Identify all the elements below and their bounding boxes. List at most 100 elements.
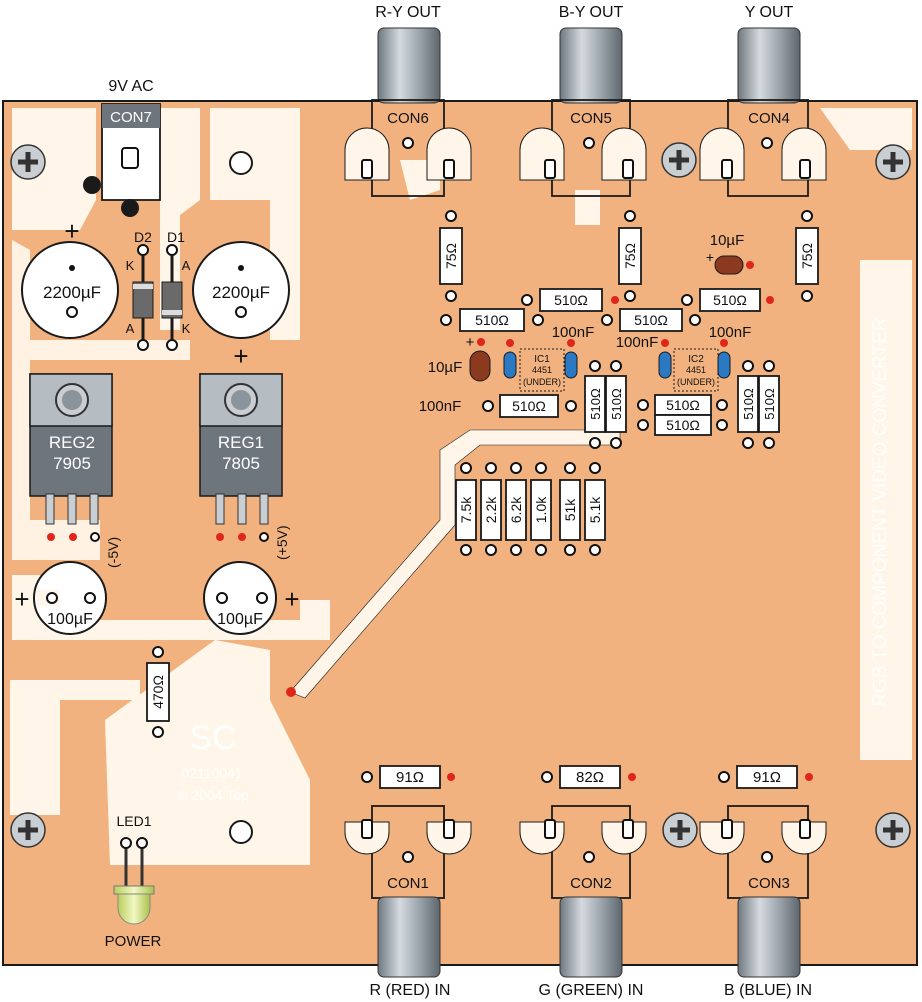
label-g-in: G (GREEN) IN	[539, 982, 644, 999]
label-r510-h7: 510Ω	[666, 417, 700, 433]
label-10uf-top: 10µF	[710, 232, 745, 249]
diode-d1	[161, 244, 183, 351]
resistor-6k2	[505, 462, 527, 556]
label-minus-5v: (-5V)	[105, 537, 121, 568]
label-logo: SC	[189, 719, 236, 757]
label-power: POWER	[105, 933, 162, 950]
capacitor-10uf-top	[714, 255, 754, 275]
label-r5k1: 5.1k	[587, 496, 603, 523]
rca-jack-con6	[344, 27, 472, 197]
label-r82: 82Ω	[576, 769, 604, 786]
resistor-5k1	[584, 462, 606, 556]
resistor-75-right	[795, 210, 819, 302]
screw-icon	[662, 812, 698, 848]
diode-d2	[132, 244, 154, 351]
label-100nf-4: 100nF	[419, 398, 462, 415]
label-ic1-under: (UNDER)	[523, 377, 561, 387]
ic1-outline	[519, 348, 565, 392]
label-r91-left: 91Ω	[396, 769, 424, 786]
capacitor-2200uf-right	[192, 241, 290, 339]
rca-jack-con4	[699, 27, 827, 197]
capacitor-100nf-3	[658, 339, 672, 379]
resistor-510-h4	[681, 288, 774, 312]
label-r-in: R (RED) IN	[370, 982, 451, 999]
label-plus-2200-left: +	[64, 216, 79, 246]
label-plus-5v: (+5V)	[274, 525, 290, 560]
label-r1k0: 1.0k	[533, 496, 549, 523]
label-r75-left: 75Ω	[443, 243, 459, 269]
label-con4: CON4	[748, 110, 790, 127]
label-reg1: REG1	[218, 433, 264, 452]
label-7805: 7805	[222, 454, 260, 473]
label-d1: D1	[167, 229, 185, 245]
resistor-510-h2	[521, 288, 619, 312]
label-y-out: Y OUT	[745, 4, 794, 21]
dc-socket-con7	[83, 103, 161, 217]
label-d2-a: A	[126, 321, 135, 336]
resistor-91-right	[718, 765, 813, 789]
label-d1-a: A	[182, 258, 191, 273]
capacitor-100nf-1	[503, 339, 517, 379]
resistor-82	[541, 765, 636, 789]
mounting-hole	[229, 151, 253, 175]
rca-jack-con5	[519, 27, 647, 197]
label-r6k2: 6.2k	[508, 496, 524, 523]
label-10uf-left: 10µF	[428, 359, 463, 376]
resistor-510-h5	[482, 394, 577, 418]
resistor-91-left	[361, 765, 455, 789]
capacitor-10uf-left	[469, 338, 491, 382]
label-by-out: B-Y OUT	[559, 4, 624, 21]
label-ic2-part: 4451	[686, 365, 706, 375]
regulator-reg1	[199, 373, 283, 542]
sc-logo	[179, 710, 247, 758]
label-100nf-2: 100nF	[616, 334, 659, 351]
label-con3: CON3	[748, 875, 790, 892]
resistor-510-h1	[440, 308, 544, 332]
label-led1: LED1	[116, 813, 151, 829]
regulator-reg2	[29, 373, 113, 542]
label-ic2-under: (UNDER)	[677, 377, 715, 387]
resistor-470	[146, 646, 170, 738]
label-7905: 7905	[53, 454, 91, 473]
label-r510-v4: 510Ω	[762, 388, 777, 420]
label-r2k2: 2.2k	[483, 496, 499, 523]
label-con6: CON6	[387, 110, 429, 127]
resistor-2k2	[480, 462, 502, 556]
label-con2: CON2	[570, 875, 612, 892]
label-r75-right: 75Ω	[799, 243, 815, 269]
screw-icon	[875, 144, 911, 180]
led1	[113, 837, 155, 925]
label-d2: D2	[134, 229, 152, 245]
capacitor-100uf-left	[33, 561, 107, 635]
label-100nf-1: 100nF	[552, 324, 595, 341]
label-r510-h3: 510Ω	[634, 312, 668, 328]
label-ic2: IC2	[688, 354, 704, 365]
resistor-510-h3	[601, 308, 701, 332]
label-copyright: © 2004 Top	[177, 787, 249, 803]
text-labels: R-Y OUT B-Y OUT Y OUT CON6 CON5 CON4 CON…	[14, 4, 891, 999]
label-r-470: 470Ω	[150, 675, 166, 709]
label-r75-middle: 75Ω	[622, 243, 638, 269]
label-plus-10uf-top: +	[706, 249, 714, 265]
label-9v-ac: 9V AC	[108, 78, 153, 95]
label-reg2: REG2	[49, 433, 95, 452]
screw-icon	[661, 142, 697, 178]
resistor-510-h6	[637, 394, 728, 416]
label-r510-h5: 510Ω	[512, 398, 546, 414]
label-r510-h6: 510Ω	[666, 397, 700, 413]
label-r510-v3: 510Ω	[741, 388, 756, 420]
label-ry-out: R-Y OUT	[375, 4, 441, 21]
label-cap-2200-left: 2200µF	[43, 283, 101, 302]
label-b-in: B (BLUE) IN	[724, 982, 812, 999]
label-plus-2200-right: +	[233, 341, 248, 371]
resistor-510-v-pair-left	[584, 360, 627, 449]
rca-jack-con3	[699, 805, 827, 978]
capacitor-100uf-right	[203, 561, 277, 635]
resistor-75-middle	[618, 210, 642, 302]
label-con1: CON1	[387, 875, 429, 892]
label-cap-100-left: 100µF	[47, 611, 93, 628]
resistor-510-v-pair-right	[737, 360, 780, 449]
capacitor-100nf-4	[717, 339, 731, 379]
